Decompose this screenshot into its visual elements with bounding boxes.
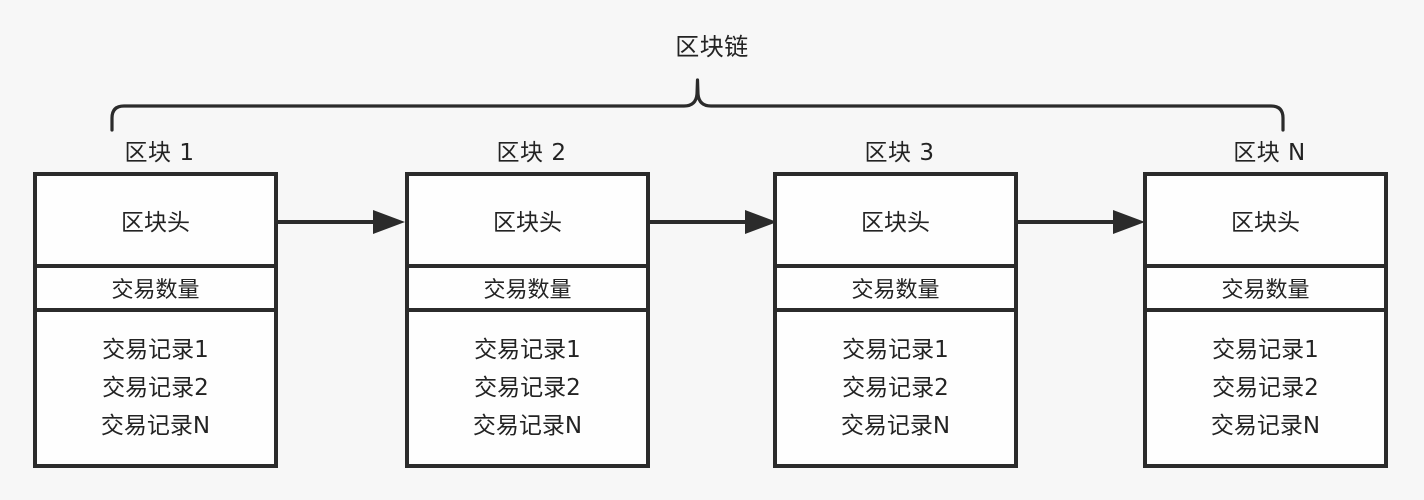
block-n-header: 区块头 — [1147, 176, 1384, 268]
arrow-block1-to-block2 — [277, 210, 405, 234]
chain-title: 区块链 — [675, 33, 749, 61]
block-n[interactable]: 区块 N 区块头 交易数量 交易记录1 交易记录2 交易记录N — [1143, 140, 1388, 468]
block-n-label: 区块 N — [1233, 140, 1306, 166]
tx-line: 交易记录1 — [474, 337, 581, 363]
block-3[interactable]: 区块 3 区块头 交易数量 交易记录1 交易记录2 交易记录N — [773, 140, 1018, 468]
block-1[interactable]: 区块 1 区块头 交易数量 交易记录1 交易记录2 交易记录N — [33, 140, 278, 468]
block-3-header: 区块头 — [777, 176, 1014, 268]
block-1-tx-list: 交易记录1 交易记录2 交易记录N — [37, 312, 274, 464]
block-n-tx-list: 交易记录1 交易记录2 交易记录N — [1147, 312, 1384, 464]
arrow-block3-to-blockN — [1017, 210, 1145, 234]
tx-line: 交易记录N — [100, 413, 211, 439]
block-2-tx-count: 交易数量 — [409, 268, 646, 312]
block-1-header: 区块头 — [37, 176, 274, 268]
block-3-tx-list: 交易记录1 交易记录2 交易记录N — [777, 312, 1014, 464]
block-3-label: 区块 3 — [864, 140, 935, 166]
chain-brace-icon — [110, 78, 1285, 132]
block-2-label: 区块 2 — [496, 140, 567, 166]
block-3-tx-count: 交易数量 — [777, 268, 1014, 312]
arrow-block2-to-block3 — [649, 210, 777, 234]
tx-line: 交易记录N — [472, 413, 583, 439]
block-2[interactable]: 区块 2 区块头 交易数量 交易记录1 交易记录2 交易记录N — [405, 140, 650, 468]
tx-line: 交易记录2 — [1212, 375, 1319, 401]
block-1-tx-count: 交易数量 — [37, 268, 274, 312]
tx-line: 交易记录2 — [474, 375, 581, 401]
tx-line: 交易记录1 — [842, 337, 949, 363]
tx-line: 交易记录2 — [842, 375, 949, 401]
tx-line: 交易记录2 — [102, 375, 209, 401]
block-1-label: 区块 1 — [124, 140, 195, 166]
block-2-header: 区块头 — [409, 176, 646, 268]
tx-line: 交易记录1 — [102, 337, 209, 363]
tx-line: 交易记录N — [840, 413, 951, 439]
tx-line: 交易记录N — [1210, 413, 1321, 439]
tx-line: 交易记录1 — [1212, 337, 1319, 363]
block-2-tx-list: 交易记录1 交易记录2 交易记录N — [409, 312, 646, 464]
block-n-tx-count: 交易数量 — [1147, 268, 1384, 312]
